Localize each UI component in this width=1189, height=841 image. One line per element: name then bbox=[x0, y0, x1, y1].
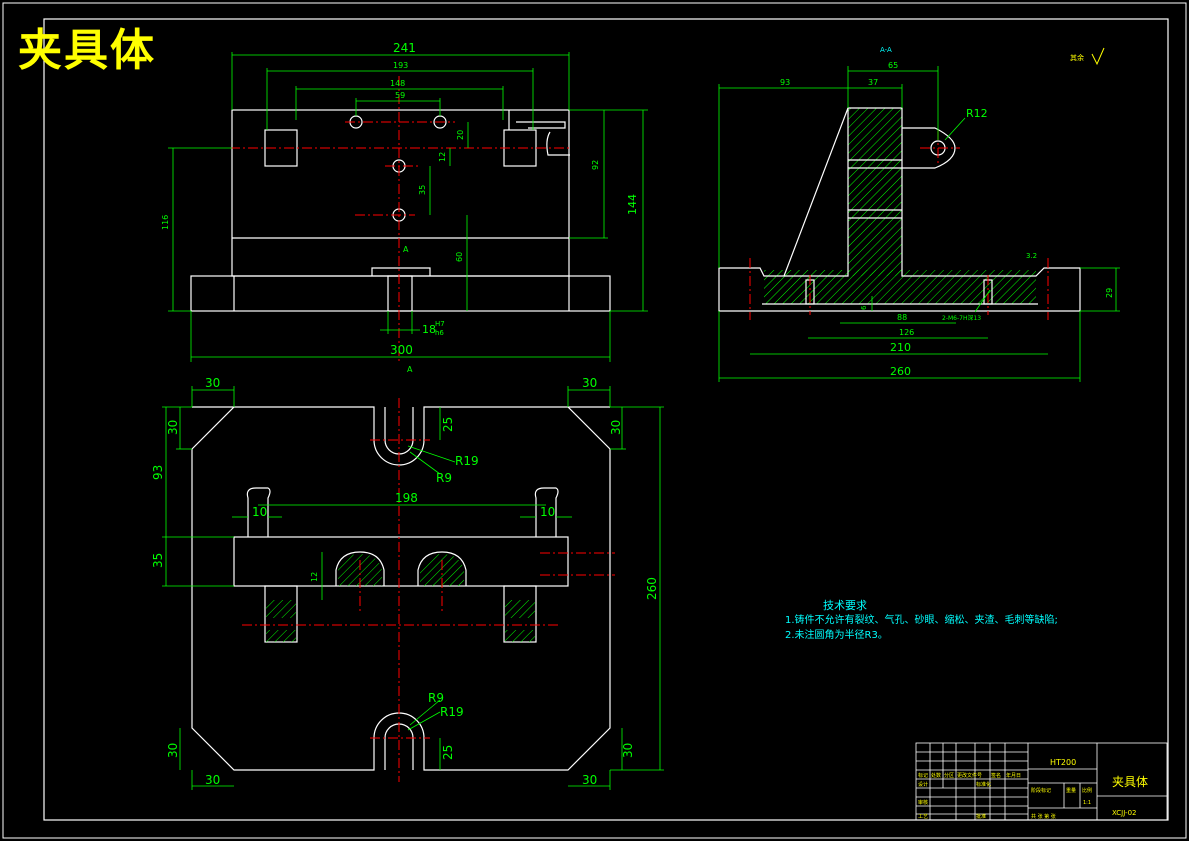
dim-r19-bottom: R19 bbox=[440, 705, 464, 719]
dim-93-side: 93 bbox=[780, 78, 790, 87]
tech-requirement-2: 2.未注圆角为半径R3。 bbox=[785, 630, 888, 641]
front-body bbox=[231, 109, 570, 277]
drawing-title: 夹具体 bbox=[18, 25, 156, 76]
top-body-block bbox=[233, 536, 569, 587]
fit-h6: h6 bbox=[435, 329, 444, 337]
tb-count: 处数 bbox=[931, 772, 941, 779]
tb-weight: 重量 bbox=[1066, 787, 1076, 794]
dim-30-bl-h: 30 bbox=[205, 773, 220, 787]
tech-requirement-1: 1.铸件不允许有裂纹、气孔、砂眼、缩松、夹渣、毛刺等缺陷; bbox=[785, 615, 1058, 626]
tb-approve: 批准 bbox=[976, 813, 986, 820]
dim-126: 126 bbox=[899, 328, 914, 337]
tb-change-doc: 更改文件号 bbox=[957, 772, 982, 779]
dim-193: 193 bbox=[393, 61, 408, 70]
tb-design: 设计 bbox=[918, 781, 928, 788]
dim-93-top: 93 bbox=[151, 465, 165, 480]
tb-scale-value: 1:1 bbox=[1083, 800, 1091, 806]
dim-r19-top: R19 bbox=[455, 454, 479, 468]
dim-210: 210 bbox=[890, 341, 911, 354]
drawing-frame bbox=[43, 18, 1169, 821]
dim-29: 29 bbox=[1105, 288, 1114, 298]
tb-mark: 标记 bbox=[918, 772, 928, 779]
roughness-symbol bbox=[1091, 47, 1105, 66]
side-view: A-A bbox=[718, 46, 1120, 382]
dim-37-side: 37 bbox=[868, 78, 878, 87]
tb-check: 审核 bbox=[918, 799, 928, 806]
dim-12: 12 bbox=[438, 152, 447, 162]
dim-6: 6 bbox=[860, 305, 868, 310]
roughness-note: 其余 bbox=[1070, 53, 1084, 62]
front-view: 241 193 148 59 144 92 116 35 60 12 20 30… bbox=[161, 41, 648, 374]
tb-standard: 标准化 bbox=[976, 781, 991, 788]
dim-25-bottom: 25 bbox=[441, 745, 455, 760]
material: HT200 bbox=[1050, 758, 1076, 767]
dim-10-left: 10 bbox=[252, 505, 267, 519]
section-label: A-A bbox=[880, 46, 892, 54]
dim-30-bl-v: 30 bbox=[166, 743, 180, 758]
dim-60: 60 bbox=[455, 252, 464, 262]
top-view: 30 30 30 30 93 35 260 198 10 10 25 25 R1… bbox=[151, 376, 664, 790]
section-mark-a-bottom: A bbox=[407, 365, 413, 374]
tech-requirements-heading: 技术要求 bbox=[823, 599, 867, 612]
dim-30-tr-h: 30 bbox=[582, 376, 597, 390]
dim-12-top: 12 bbox=[310, 572, 319, 582]
top-plate-outline bbox=[191, 406, 611, 771]
tb-zone: 分区 bbox=[944, 772, 954, 779]
tb-scale: 比例 bbox=[1082, 787, 1092, 794]
dim-30-tl-h: 30 bbox=[205, 376, 220, 390]
dim-144: 144 bbox=[626, 194, 639, 215]
dim-92: 92 bbox=[591, 160, 600, 170]
dim-10-right: 10 bbox=[540, 505, 555, 519]
hole-note: 2-M6-7H深13 bbox=[942, 314, 981, 322]
dim-116: 116 bbox=[161, 215, 170, 230]
drawing-number: XCJJ-02 bbox=[1112, 809, 1137, 817]
tb-date: 年月日 bbox=[1006, 772, 1021, 779]
dim-30-br-v: 30 bbox=[621, 743, 635, 758]
dim-30-br-h: 30 bbox=[582, 773, 597, 787]
dim-260-top: 260 bbox=[645, 577, 659, 600]
dim-241: 241 bbox=[393, 41, 416, 55]
dim-260-side: 260 bbox=[890, 365, 911, 378]
dim-65-side: 65 bbox=[888, 61, 898, 70]
dim-35-top: 35 bbox=[151, 553, 165, 568]
tb-process: 工艺 bbox=[918, 814, 928, 820]
dim-35: 35 bbox=[418, 185, 427, 195]
dim-r9-bottom: R9 bbox=[428, 691, 444, 705]
part-name: 夹具体 bbox=[1112, 775, 1148, 789]
fit-h7: H7 bbox=[435, 320, 445, 328]
dim-30-tl-v: 30 bbox=[166, 420, 180, 435]
dim-r9-top: R9 bbox=[436, 471, 452, 485]
tb-stage: 阶段标记 bbox=[1031, 787, 1051, 794]
dim-25-top: 25 bbox=[441, 417, 455, 432]
title-block: 标记 处数 分区 更改文件号 签名 年月日 设计 标准化 审核 工艺 批准 阶段… bbox=[915, 742, 1168, 821]
dim-59: 59 bbox=[395, 91, 405, 100]
dim-30-tr-v: 30 bbox=[609, 420, 623, 435]
tb-sheets: 共 张 第 张 bbox=[1031, 813, 1056, 820]
section-mark-a-top: A bbox=[403, 245, 409, 254]
dim-20: 20 bbox=[456, 130, 465, 140]
technical-requirements: 技术要求 1.铸件不允许有裂纹、气孔、砂眼、缩松、夹渣、毛刺等缺陷; 2.未注圆… bbox=[785, 598, 1058, 643]
dim-18: 18 bbox=[422, 323, 436, 336]
dim-148: 148 bbox=[390, 79, 405, 88]
dim-198: 198 bbox=[395, 491, 418, 505]
dim-88: 88 bbox=[897, 313, 907, 322]
roughness-3-2: 3.2 bbox=[1026, 252, 1037, 260]
dim-300: 300 bbox=[390, 343, 413, 357]
dim-r12: R12 bbox=[966, 107, 988, 120]
front-base bbox=[190, 275, 611, 312]
tb-sign: 签名 bbox=[991, 772, 1001, 779]
